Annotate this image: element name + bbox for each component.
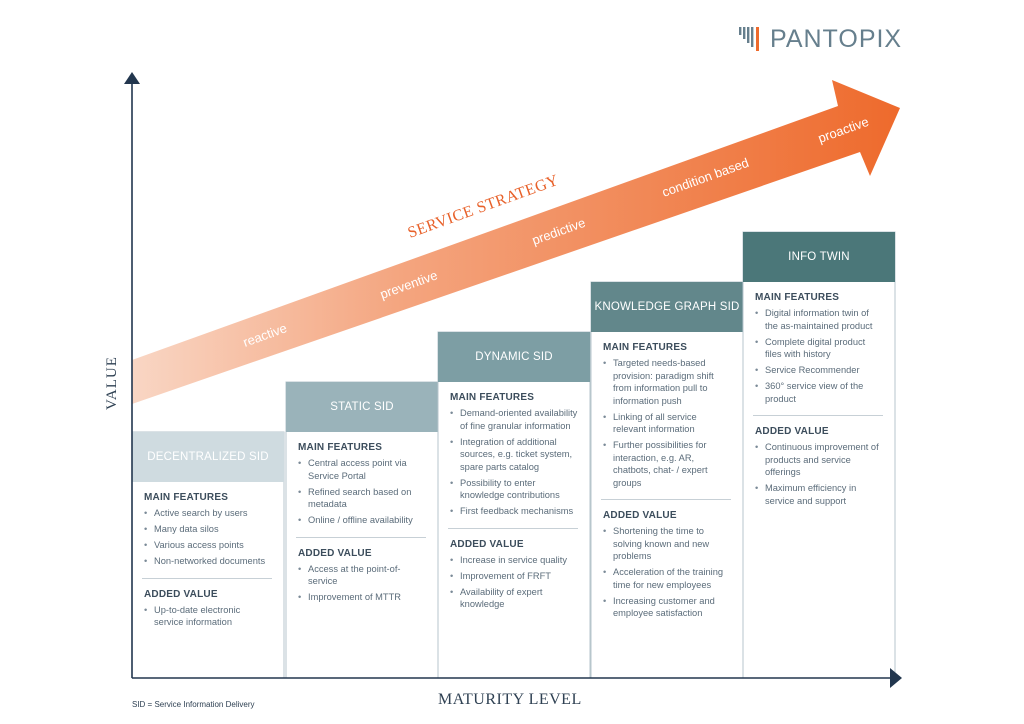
pantopix-logo: PANTOPIX — [738, 24, 908, 54]
feature-item: Active search by users — [144, 507, 272, 520]
section-divider — [448, 527, 578, 529]
column-header-box-4 — [591, 282, 743, 332]
column-title: DECENTRALIZED SID — [147, 451, 269, 463]
footnote: SID = Service Information Delivery — [132, 700, 255, 709]
feature-item: Many data silos — [144, 523, 272, 536]
feature-item: Refined search based on metadata — [298, 486, 426, 511]
feature-item: Complete digital product files with hist… — [755, 336, 883, 361]
feature-item: Integration of additional sources, e.g. … — [450, 436, 578, 474]
feature-item: Non-networked documents — [144, 555, 272, 568]
added-value-list: Continuous improvement of products and s… — [755, 441, 883, 507]
value-item: Access at the point-of-service — [298, 563, 426, 588]
main-features-list: Active search by usersMany data silosVar… — [144, 507, 272, 568]
feature-item: Online / offline availability — [298, 514, 426, 527]
value-item: Up-to-date electronic service informatio… — [144, 604, 272, 629]
main-features-list: Targeted needs-based provision: paradigm… — [603, 357, 731, 489]
x-axis-label: MATURITY LEVEL — [438, 691, 582, 708]
y-axis-arrowhead-icon — [124, 72, 140, 84]
column-body: MAIN FEATURES Central access point via Se… — [296, 442, 426, 607]
section-divider — [601, 499, 731, 500]
feature-item: Central access point via Service Portal — [298, 457, 426, 482]
added-value-heading: ADDED VALUE — [298, 547, 372, 559]
logo-wordmark: PANTOPIX — [770, 24, 903, 53]
column-body: MAIN FEATURES Targeted needs-based provis… — [601, 342, 731, 623]
added-value-list: Increase in service qualityImprovement o… — [450, 554, 578, 611]
value-item: Increasing customer and employee satisfa… — [603, 595, 731, 620]
feature-item: Digital information twin of the as-maint… — [755, 307, 883, 332]
main-features-heading: MAIN FEATURES — [144, 492, 229, 503]
feature-item: Further possibilities for interaction, e… — [603, 439, 731, 489]
feature-item: Possibility to enter knowledge contribut… — [450, 477, 578, 502]
service-strategy-arrow — [132, 80, 900, 404]
column-title: INFO TWIN — [788, 251, 850, 263]
main-features-heading: MAIN FEATURES — [298, 442, 383, 453]
value-item: Availability of expert knowledge — [450, 586, 578, 611]
added-value-list: Up-to-date electronic service informatio… — [144, 604, 272, 629]
added-value-list: Access at the point-of-serviceImprovemen… — [298, 563, 426, 604]
feature-item: First feedback mechanisms — [450, 505, 578, 518]
column-body: MAIN FEATURES Digital information twin of… — [753, 292, 883, 511]
value-item: Improvement of FRFT — [450, 570, 578, 583]
column-title: KNOWLEDGE GRAPH SID — [594, 301, 740, 313]
main-features-list: Digital information twin of the as-maint… — [755, 307, 883, 405]
column-header-box-5 — [743, 232, 895, 282]
value-item: Maximum efficiency in service and suppor… — [755, 482, 883, 507]
value-item: Acceleration of the training time for ne… — [603, 566, 731, 591]
main-features-heading: MAIN FEATURES — [755, 292, 840, 303]
column-body: MAIN FEATURES Demand-oriented availabilit… — [448, 392, 578, 614]
column-header-box-3 — [438, 332, 590, 382]
column-header-box-2 — [286, 382, 438, 432]
main-features-heading: MAIN FEATURES — [450, 392, 535, 403]
feature-item: Various access points — [144, 539, 272, 552]
value-item: Continuous improvement of products and s… — [755, 441, 883, 479]
column-title: DYNAMIC SID — [475, 351, 553, 363]
section-divider — [142, 577, 272, 579]
main-features-heading: MAIN FEATURES — [603, 342, 688, 353]
added-value-heading: ADDED VALUE — [144, 588, 218, 600]
value-item: Increase in service quality — [450, 554, 578, 567]
section-divider — [296, 536, 426, 538]
feature-item: Service Recommender — [755, 364, 883, 377]
y-axis-label: VALUE — [104, 356, 120, 410]
added-value-heading: ADDED VALUE — [450, 538, 524, 550]
main-features-list: Demand-oriented availability of fine gra… — [450, 407, 578, 518]
added-value-list: Shortening the time to solving known and… — [603, 525, 731, 620]
column-header-box-1 — [132, 432, 284, 482]
logo-mark-icon — [739, 27, 759, 51]
column-body: MAIN FEATURES Active search by usersMany … — [142, 492, 272, 632]
added-value-heading: ADDED VALUE — [755, 426, 829, 437]
column-title: STATIC SID — [330, 401, 394, 413]
feature-item: Targeted needs-based provision: paradigm… — [603, 357, 731, 407]
section-divider — [753, 415, 883, 416]
feature-item: 360° service view of the product — [755, 380, 883, 405]
value-item: Improvement of MTTR — [298, 591, 426, 604]
feature-item: Linking of all service relevant informat… — [603, 411, 731, 436]
x-axis-arrowhead-icon — [890, 668, 902, 688]
value-item: Shortening the time to solving known and… — [603, 525, 731, 563]
main-features-list: Central access point via Service PortalR… — [298, 457, 426, 527]
added-value-heading: ADDED VALUE — [603, 510, 677, 521]
feature-item: Demand-oriented availability of fine gra… — [450, 407, 578, 432]
